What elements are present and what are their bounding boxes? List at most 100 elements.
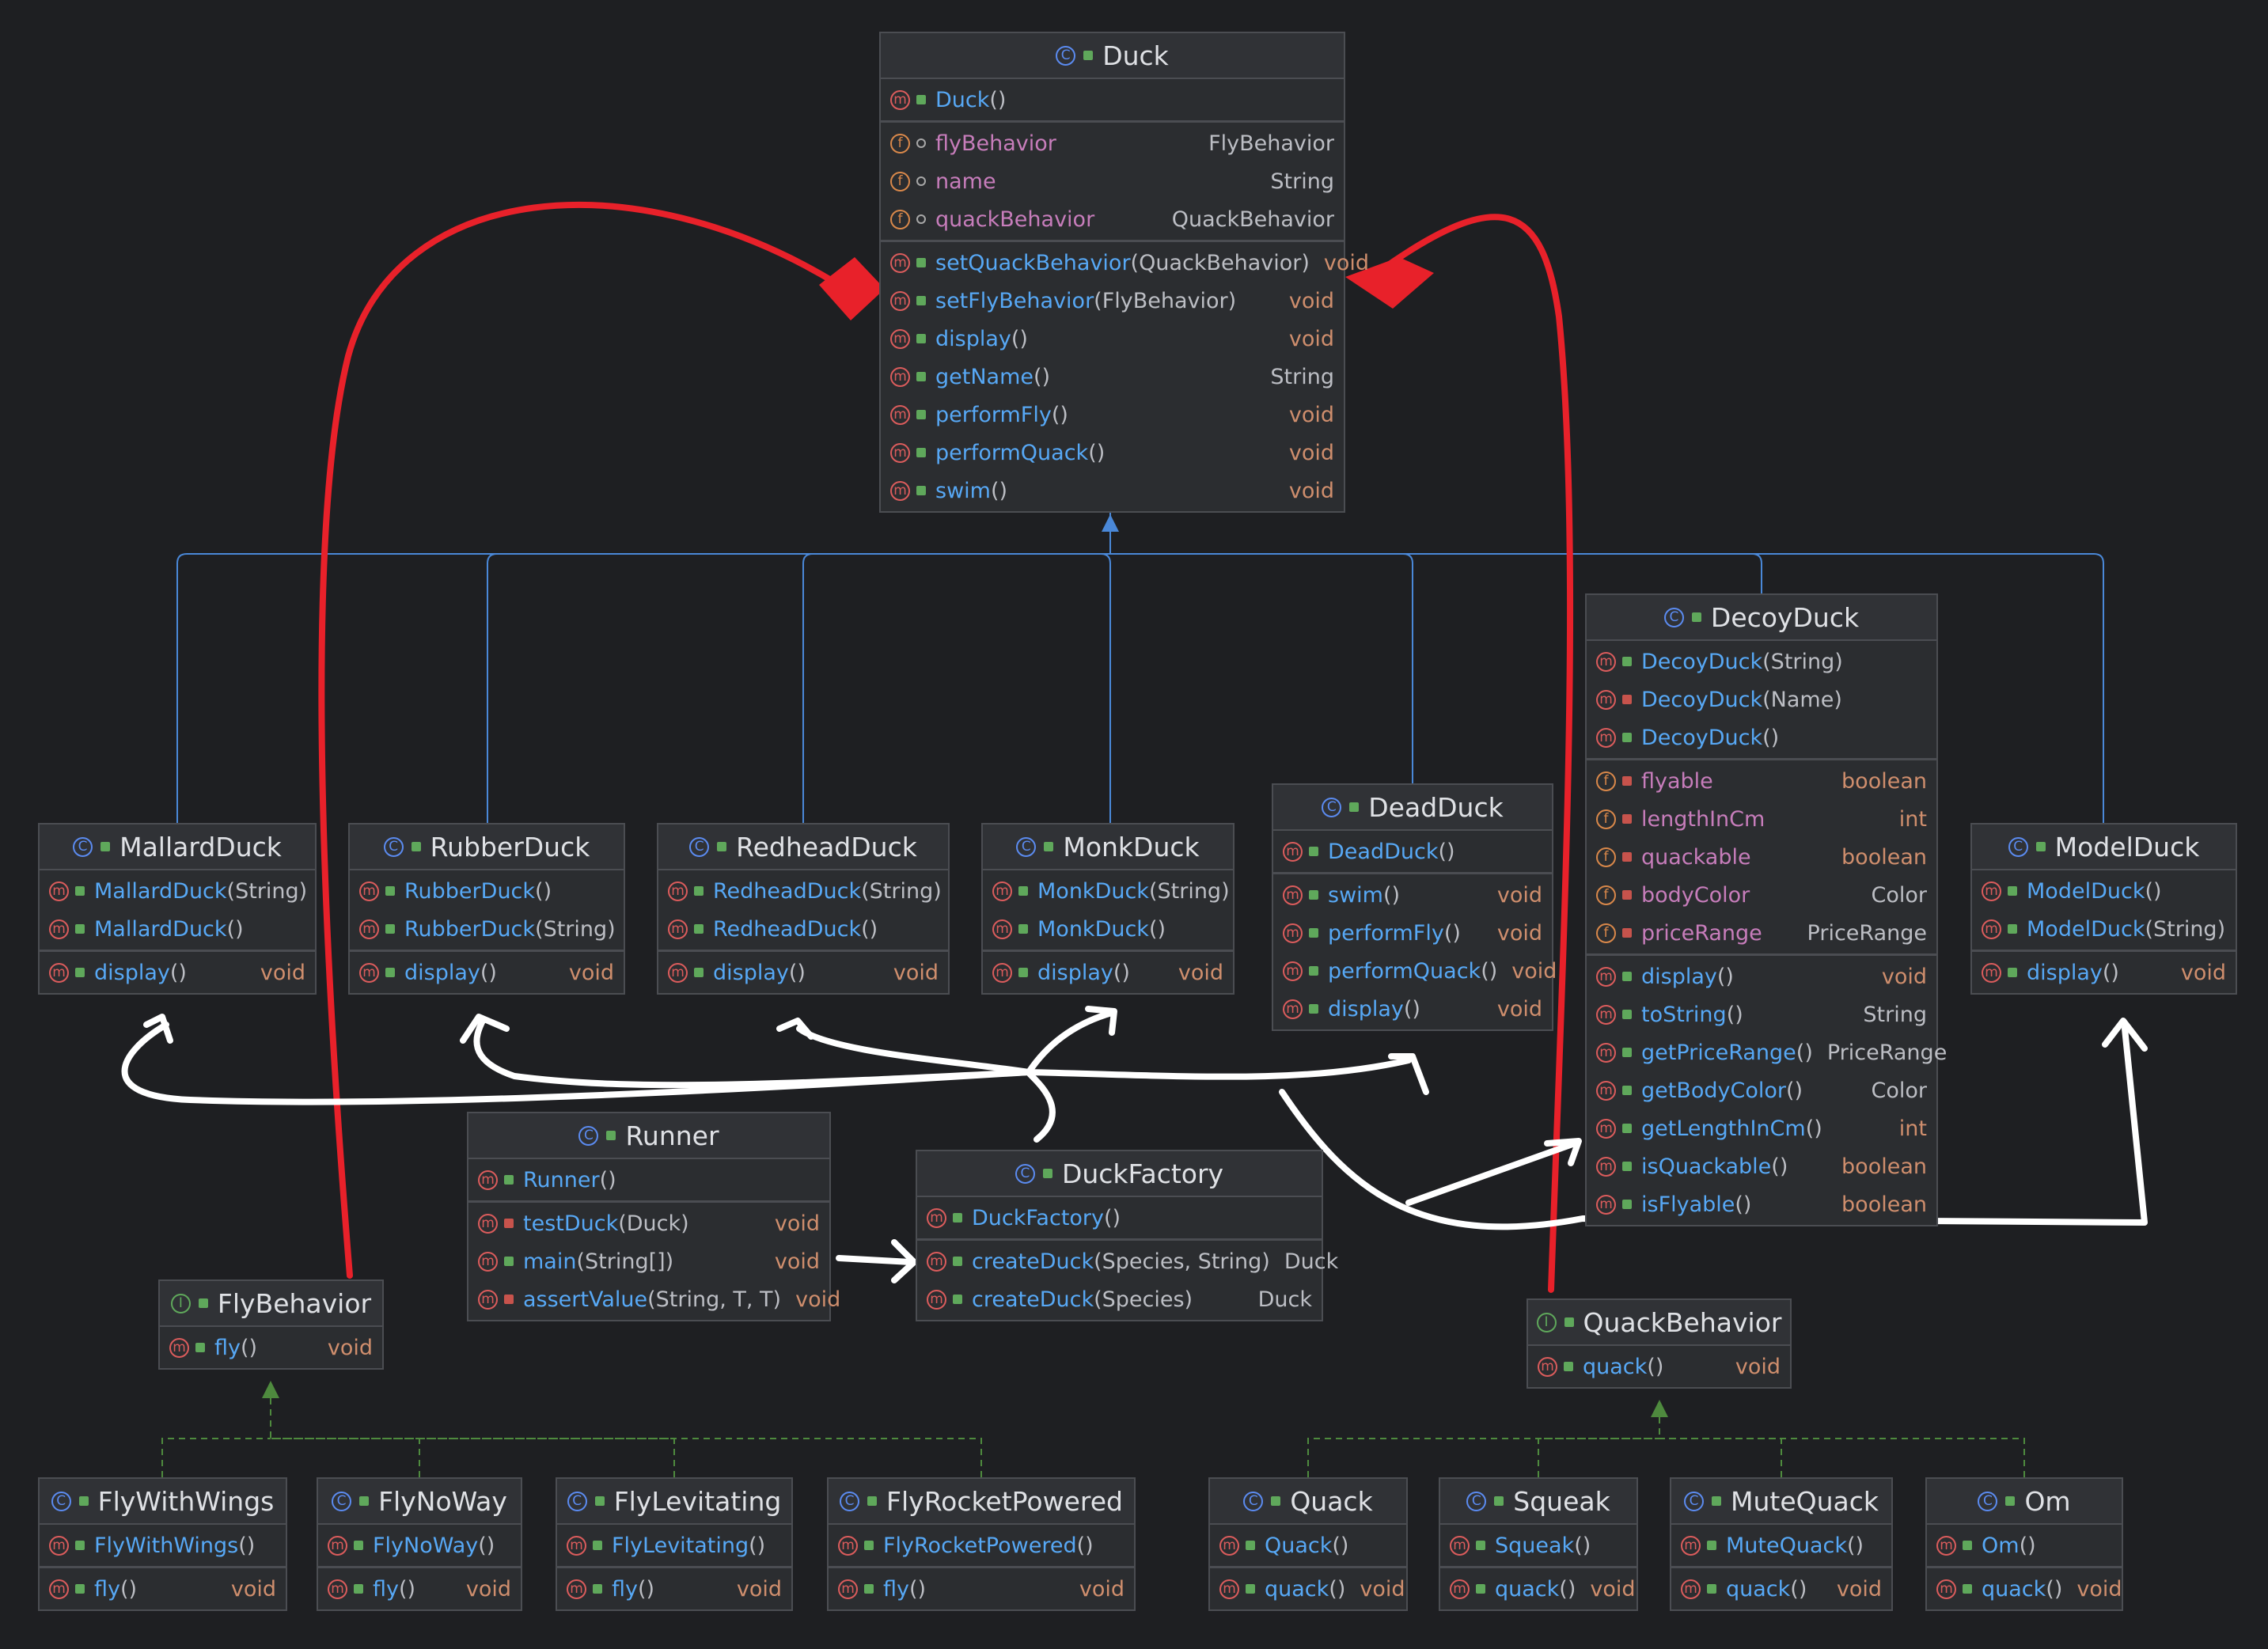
class-header[interactable]: COm <box>1927 1479 2122 1525</box>
method-squeak[interactable]: mSqueak() <box>1440 1526 1637 1564</box>
class-duck-factory[interactable]: CDuckFactorymDuckFactory() mcreateDuck(Sp… <box>916 1150 1338 1321</box>
class-header[interactable]: IQuackBehavior <box>1528 1300 1790 1346</box>
method-quack[interactable]: mquack()void <box>1440 1570 1637 1608</box>
class-fly-no-way[interactable]: CFlyNoWaymFlyNoWay() mfly()void <box>317 1477 522 1611</box>
method-get-price-range[interactable]: mgetPriceRange()PriceRange <box>1587 1033 1947 1071</box>
class-header[interactable]: CQuack <box>1210 1479 1406 1525</box>
method-quack[interactable]: mquack()void <box>1528 1348 1790 1386</box>
method-is-quackable[interactable]: misQuackable()boolean <box>1587 1147 1936 1185</box>
class-header[interactable]: CMuteQuack <box>1671 1479 1891 1525</box>
class-header[interactable]: CDuckFactory <box>917 1151 1322 1197</box>
class-mute-quack[interactable]: CMuteQuackmMuteQuack()mquack()void <box>1670 1477 1893 1611</box>
field-length-in-cm[interactable]: flengthInCmint <box>1587 800 1936 838</box>
method-quack[interactable]: mquack()void <box>1671 1570 1891 1608</box>
class-duck[interactable]: CDuckmDuck() fflyBehaviorFlyBehaviorfname… <box>879 32 1369 513</box>
method-mallard-duck[interactable]: mMallardDuck(String) <box>40 872 315 910</box>
method-redhead-duck[interactable]: mRedheadDuck(String) <box>658 872 948 910</box>
method-mallard-duck[interactable]: mMallardDuck() <box>40 910 315 948</box>
field-price-range[interactable]: fpriceRangePriceRange <box>1587 914 1936 952</box>
interface-fly-behavior[interactable]: IFlyBehaviormfly()void <box>158 1279 384 1370</box>
field-quackable[interactable]: fquackableboolean <box>1587 838 1936 876</box>
method-get-name[interactable]: mgetName()String <box>881 358 1344 396</box>
method-fly-rocket-powered[interactable]: mFlyRocketPowered() <box>829 1526 1134 1564</box>
class-runner[interactable]: CRunnermRunner() mtestDuck(Duck)voidmmain… <box>467 1112 840 1321</box>
method-decoy-duck[interactable]: mDecoyDuck() <box>1587 718 1936 756</box>
method-rubber-duck[interactable]: mRubberDuck() <box>350 872 624 910</box>
class-header[interactable]: CFlyWithWings <box>40 1479 286 1525</box>
method-display[interactable]: mdisplay()void <box>881 320 1344 358</box>
class-header[interactable]: IFlyBehavior <box>160 1281 382 1327</box>
method-decoy-duck[interactable]: mDecoyDuck(Name) <box>1587 680 1936 718</box>
method-set-fly-behavior[interactable]: msetFlyBehavior(FlyBehavior)void <box>881 282 1344 320</box>
class-header[interactable]: CMallardDuck <box>40 824 315 870</box>
method-test-duck[interactable]: mtestDuck(Duck)void <box>468 1204 829 1242</box>
method-dead-duck[interactable]: mDeadDuck() <box>1273 832 1552 870</box>
class-fly-rocket-powered[interactable]: CFlyRocketPoweredmFlyRocketPowered()mfly… <box>827 1477 1136 1611</box>
method-quack[interactable]: mQuack() <box>1210 1526 1406 1564</box>
class-fly-levitating[interactable]: CFlyLevitatingmFlyLevitating() mfly()void <box>556 1477 793 1611</box>
class-header[interactable]: CDuck <box>881 33 1344 79</box>
method-get-length-in-cm[interactable]: mgetLengthInCm()int <box>1587 1109 1936 1147</box>
class-redhead-duck[interactable]: CRedheadDuckmRedheadDuck(String)mRedhead… <box>657 823 950 995</box>
method-quack[interactable]: mquack()void <box>1210 1570 1406 1608</box>
class-header[interactable]: CFlyLevitating <box>557 1479 791 1525</box>
field-quack-behavior[interactable]: fquackBehaviorQuackBehavior <box>881 200 1344 238</box>
class-header[interactable]: CModelDuck <box>1972 824 2236 870</box>
method-model-duck[interactable]: mModelDuck(String) <box>1972 910 2236 948</box>
method-fly[interactable]: mfly()void <box>557 1570 791 1608</box>
class-header[interactable]: CMonkDuck <box>983 824 1233 870</box>
method-main[interactable]: mmain(String[])void <box>468 1242 829 1280</box>
class-fly-with-wings[interactable]: CFlyWithWingsmFlyWithWings() mfly()void <box>38 1477 287 1611</box>
class-header[interactable]: CRedheadDuck <box>658 824 948 870</box>
method-perform-quack[interactable]: mperformQuack()void <box>1273 952 1557 990</box>
method-display[interactable]: mdisplay()void <box>1587 957 1936 995</box>
method-set-quack-behavior[interactable]: msetQuackBehavior(QuackBehavior)void <box>881 244 1369 282</box>
method-runner[interactable]: mRunner() <box>468 1161 829 1199</box>
method-create-duck[interactable]: mcreateDuck(Species)Duck <box>917 1280 1322 1318</box>
class-monk-duck[interactable]: CMonkDuckmMonkDuck(String)mMonkDuck()mdi… <box>981 823 1235 995</box>
field-body-color[interactable]: fbodyColorColor <box>1587 876 1936 914</box>
method-swim[interactable]: mswim()void <box>881 472 1344 510</box>
method-display[interactable]: mdisplay()void <box>40 953 315 991</box>
field-fly-behavior[interactable]: fflyBehaviorFlyBehavior <box>881 124 1344 162</box>
field-name[interactable]: fnameString <box>881 162 1344 200</box>
class-header[interactable]: CFlyNoWay <box>318 1479 521 1525</box>
class-quack[interactable]: CQuackmQuack() mquack()void <box>1208 1477 1408 1611</box>
method-fly-levitating[interactable]: mFlyLevitating() <box>557 1526 791 1564</box>
method-display[interactable]: mdisplay()void <box>350 953 624 991</box>
method-monk-duck[interactable]: mMonkDuck() <box>983 910 1233 948</box>
class-squeak[interactable]: CSqueakmSqueak() mquack()void <box>1439 1477 1638 1611</box>
method-redhead-duck[interactable]: mRedheadDuck() <box>658 910 948 948</box>
method-perform-fly[interactable]: mperformFly()void <box>881 396 1344 434</box>
class-header[interactable]: CSqueak <box>1440 1479 1637 1525</box>
method-duck-factory[interactable]: mDuckFactory() <box>917 1199 1322 1237</box>
method-rubber-duck[interactable]: mRubberDuck(String) <box>350 910 624 948</box>
method-fly[interactable]: mfly()void <box>40 1570 286 1608</box>
class-header[interactable]: CRunner <box>468 1113 829 1159</box>
method-quack[interactable]: mquack()void <box>1927 1570 2122 1608</box>
class-header[interactable]: CDeadDuck <box>1273 785 1552 831</box>
method-fly[interactable]: mfly()void <box>160 1329 382 1367</box>
method-om[interactable]: mOm() <box>1927 1526 2122 1564</box>
method-fly-with-wings[interactable]: mFlyWithWings() <box>40 1526 286 1564</box>
class-header[interactable]: CRubberDuck <box>350 824 624 870</box>
class-header[interactable]: CDecoyDuck <box>1587 595 1936 641</box>
class-model-duck[interactable]: CModelDuckmModelDuck()mModelDuck(String)… <box>1970 823 2237 995</box>
method-fly-no-way[interactable]: mFlyNoWay() <box>318 1526 521 1564</box>
field-flyable[interactable]: fflyableboolean <box>1587 762 1936 800</box>
method-swim[interactable]: mswim()void <box>1273 876 1552 914</box>
method-display[interactable]: mdisplay()void <box>983 953 1233 991</box>
interface-quack-behavior[interactable]: IQuackBehaviormquack()void <box>1527 1298 1792 1389</box>
method-display[interactable]: mdisplay()void <box>658 953 948 991</box>
method-model-duck[interactable]: mModelDuck() <box>1972 872 2236 910</box>
method-assert-value[interactable]: massertValue(String, T, T)void <box>468 1280 840 1318</box>
method-to-string[interactable]: mtoString()String <box>1587 995 1936 1033</box>
method-duck[interactable]: mDuck() <box>881 81 1344 119</box>
method-fly[interactable]: mfly()void <box>829 1570 1134 1608</box>
method-display[interactable]: mdisplay()void <box>1972 953 2236 991</box>
method-create-duck[interactable]: mcreateDuck(Species, String)Duck <box>917 1242 1338 1280</box>
method-get-body-color[interactable]: mgetBodyColor()Color <box>1587 1071 1936 1109</box>
method-perform-fly[interactable]: mperformFly()void <box>1273 914 1552 952</box>
method-fly[interactable]: mfly()void <box>318 1570 521 1608</box>
method-perform-quack[interactable]: mperformQuack()void <box>881 434 1344 472</box>
